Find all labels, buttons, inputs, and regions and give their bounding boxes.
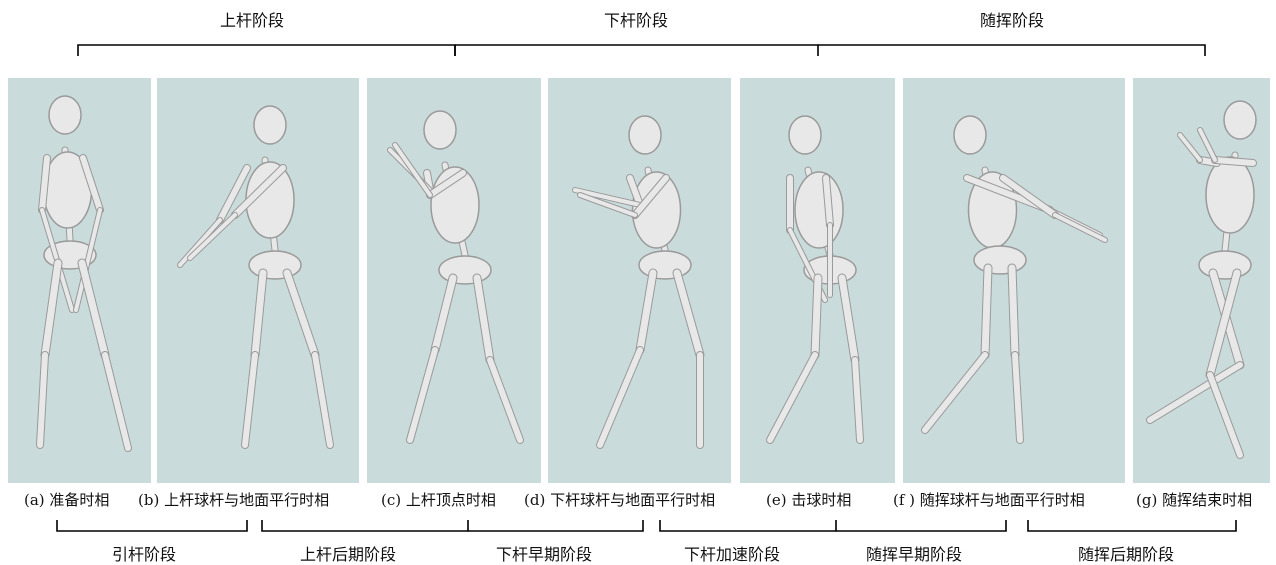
bracket-follow-through — [818, 45, 1205, 56]
bracket-early-downswing — [468, 520, 643, 531]
bracket-takeaway — [57, 520, 247, 531]
bracket-acceleration — [660, 520, 836, 531]
bracket-downswing — [455, 45, 818, 56]
bracket-late-backswing — [262, 520, 468, 531]
bracket-backswing — [78, 45, 455, 56]
bracket-late-follow — [1028, 520, 1236, 531]
bracket-early-follow — [836, 520, 1006, 531]
